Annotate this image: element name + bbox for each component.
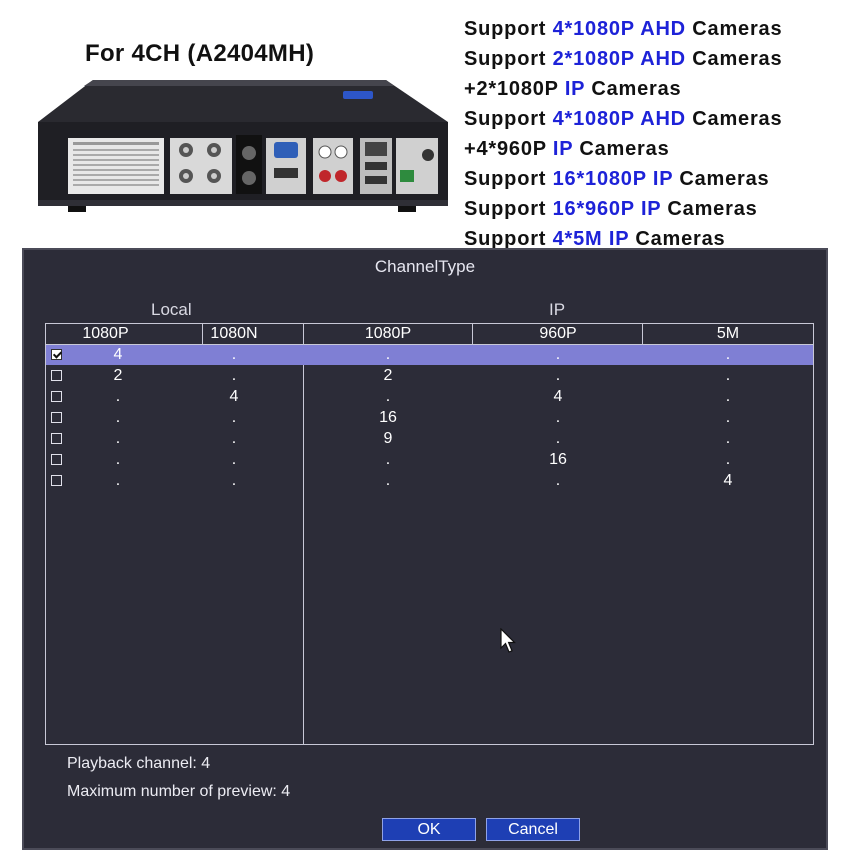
table-cell: . [231,430,237,447]
support-line-text: Support [464,228,553,250]
table-cell: 16 [379,409,397,426]
table-cell: . [555,409,561,426]
max-preview-info: Maximum number of preview: 4 [67,783,291,800]
table-cell: . [231,346,237,363]
table-cell: . [115,472,121,489]
support-line-highlight: 4*1080P AHD [552,18,686,40]
table-cell: . [555,346,561,363]
support-line-text: Cameras [661,198,758,220]
table-cell: . [555,367,561,384]
dvr-rear-panel-image [38,80,448,212]
table-cell: . [231,367,237,384]
mouse-cursor-icon [500,628,516,653]
support-line-highlight: 16*1080P IP [552,168,674,190]
support-line: Support 4*1080P AHD Cameras [464,14,782,44]
row-checkbox[interactable] [51,454,62,465]
column-header-ip-5m: 5M [643,324,813,345]
support-line-text: Cameras [673,168,770,190]
table-cell: . [231,451,237,468]
table-cell: . [555,472,561,489]
table-cell: . [725,367,731,384]
support-line: Support 4*5M IP Cameras [464,224,782,254]
support-line-text: Support [464,198,553,220]
header-divider [202,324,203,344]
support-line-text: Cameras [629,228,726,250]
channel-type-dialog: ChannelType Local IP 1080P 1080N 1080P 9… [22,248,828,850]
support-line-text: Cameras [685,18,783,40]
support-line-text: Support [464,18,553,40]
table-cell: . [385,388,391,405]
table-cell: . [231,409,237,426]
support-line-highlight: 2*1080P AHD [552,48,686,70]
product-title: For 4CH (A2404MH) [85,40,315,67]
row-checkbox[interactable] [51,391,62,402]
local-ip-divider [303,324,304,744]
column-header-local-1080p: 1080P [46,324,165,345]
table-cell: . [385,346,391,363]
table-cell: . [725,451,731,468]
support-line: Support 4*1080P AHD Cameras [464,104,782,134]
support-line-highlight: IP [564,78,585,100]
column-header-ip-960p: 960P [473,324,643,345]
ip-group-label: IP [549,300,566,319]
support-line: Support 16*1080P IP Cameras [464,164,782,194]
table-cell: . [555,430,561,447]
playback-channel-info: Playback channel: 4 [67,755,211,772]
support-line-text: Cameras [573,138,670,160]
table-cell: . [725,346,731,363]
support-line-text: +4*960P [464,138,553,160]
support-line: Support 2*1080P AHD Cameras [464,44,782,74]
dialog-title: ChannelType [374,257,476,276]
support-line-highlight: IP [552,138,574,160]
table-cell: 4 [113,346,123,363]
support-line-highlight: 4*5M IP [552,228,629,250]
channel-type-table: 1080P 1080N 1080P 960P 5M 4.... 2. 2... 4. 4… [45,323,814,745]
table-cell: 4 [229,388,239,405]
table-cell: . [231,472,237,489]
table-cell: 9 [383,430,393,447]
table-cell: 2 [383,367,393,384]
support-line: Support 16*960P IP Cameras [464,194,782,224]
table-cell: . [385,451,391,468]
table-cell: . [115,388,121,405]
row-checkbox[interactable] [51,349,62,360]
table-cell: 2 [113,367,123,384]
row-checkbox[interactable] [51,433,62,444]
local-group-label: Local [151,300,192,319]
table-cell: 16 [549,451,567,468]
table-cell: . [115,451,121,468]
row-checkbox[interactable] [51,412,62,423]
support-line: +4*960P IP Cameras [464,134,782,164]
ok-button[interactable]: OK [382,818,476,841]
support-line: +2*1080P IP Cameras [464,74,782,104]
support-line-text: Cameras [685,48,783,70]
support-line-highlight: 4*1080P AHD [552,108,686,130]
column-header-ip-1080p: 1080P [303,324,473,345]
support-line-text: Support [464,168,553,190]
table-cell: 4 [553,388,563,405]
support-line-text: +2*1080P [464,78,565,100]
table-cell: . [725,430,731,447]
support-line-text: Support [464,108,553,130]
cancel-button[interactable]: Cancel [486,818,580,841]
table-cell: . [725,409,731,426]
table-cell: . [115,409,121,426]
support-line-text: Cameras [584,78,682,100]
header-divider [472,324,473,344]
row-checkbox[interactable] [51,475,62,486]
support-line-highlight: 16*960P IP [552,198,662,220]
table-cell: . [725,388,731,405]
support-line-text: Cameras [685,108,783,130]
table-cell: 4 [723,472,733,489]
selected-row-highlight [46,345,813,365]
table-cell: . [115,430,121,447]
table-cell: . [385,472,391,489]
support-line-text: Support [464,48,553,70]
header-divider [642,324,643,344]
column-header-local-1080n: 1080N [165,324,303,345]
row-checkbox[interactable] [51,370,62,381]
